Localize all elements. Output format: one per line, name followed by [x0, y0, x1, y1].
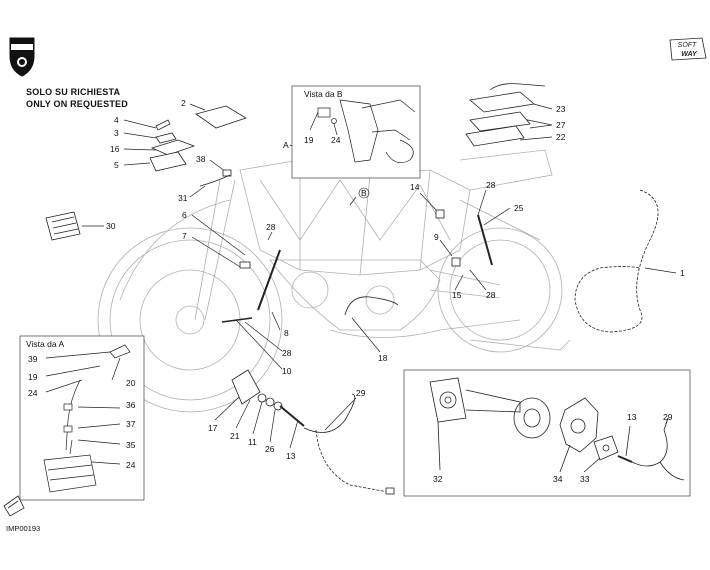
badge-line2: WAY [681, 51, 698, 58]
callout-24-view-a-2: 24 [126, 460, 136, 470]
callout-26: 26 [265, 444, 275, 454]
callout-21: 21 [230, 431, 240, 441]
view-marker-b: B [361, 188, 367, 198]
callout-1: 1 [680, 268, 685, 278]
callout-31: 31 [178, 193, 188, 203]
part-7-sensor [239, 261, 251, 269]
book-icon [3, 495, 25, 517]
callout-34: 34 [553, 474, 563, 484]
callout-7: 7 [182, 231, 187, 241]
part-27-plate [469, 111, 531, 132]
inset-wheel-sensor: 32 34 33 13 29 [403, 369, 691, 497]
part-31-wire [199, 174, 231, 187]
parts [45, 83, 659, 495]
view-marker-a: A [283, 140, 289, 150]
part-18-cable [344, 296, 399, 316]
part-5-module [149, 151, 187, 172]
part-10-pin [221, 317, 253, 323]
callout-8: 8 [284, 328, 289, 338]
part-2-module [195, 105, 247, 129]
part-16-plate [150, 139, 196, 156]
callout-numbers: 2 4 3 16 5 38 31 6 7 30 28 8 28 10 18 14… [106, 98, 685, 461]
callout-23: 23 [556, 104, 566, 114]
part-4-bolt [155, 119, 171, 131]
callout-32: 32 [433, 474, 443, 484]
callout-38: 38 [196, 154, 206, 164]
part-14-sensor [435, 209, 445, 219]
note-line-2: ONLY ON REQUESTED [26, 99, 128, 109]
part-29-cable [303, 393, 356, 433]
leader-lines [82, 102, 677, 449]
part-3-bracket [155, 132, 177, 144]
callout-15: 15 [452, 290, 462, 300]
callout-5: 5 [114, 160, 119, 170]
callout-29: 29 [356, 388, 366, 398]
callout-22: 22 [556, 132, 566, 142]
note-line-1: SOLO SU RICHIESTA [26, 87, 121, 97]
callout-13-inset: 13 [627, 412, 637, 422]
callout-33: 33 [580, 474, 590, 484]
part-17-bracket [231, 369, 261, 405]
callout-16: 16 [110, 144, 120, 154]
callout-17: 17 [208, 423, 218, 433]
callout-39: 39 [28, 354, 38, 364]
badge-line1: SOFT [678, 42, 697, 49]
callout-9: 9 [434, 232, 439, 242]
drawing-code: IMP00193 [6, 524, 41, 533]
part-8-rod [257, 249, 281, 311]
part-22-plate [465, 125, 525, 147]
part-26-nut [273, 401, 283, 411]
inset-view-b: Vista da B 19 24 [291, 85, 421, 179]
callout-19-view-a: 19 [28, 372, 38, 382]
callout-37: 37 [126, 419, 136, 429]
callout-18: 18 [378, 353, 388, 363]
inset-view-a-title: Vista da A [26, 339, 64, 349]
callout-24-view-b: 24 [331, 135, 341, 145]
callout-11: 11 [248, 437, 257, 447]
callout-28-right-bottom: 28 [486, 290, 496, 300]
callout-27: 27 [556, 120, 566, 130]
ducati-corse-logo [6, 34, 38, 83]
callout-6: 6 [182, 210, 187, 220]
callout-10: 10 [282, 366, 292, 376]
part-13-sensor [279, 405, 305, 427]
callout-36: 36 [126, 400, 136, 410]
callout-2: 2 [181, 98, 186, 108]
part-23-cover [469, 91, 535, 113]
inset-view-b-title: Vista da B [304, 89, 343, 99]
callout-25: 25 [514, 203, 524, 213]
callout-13: 13 [286, 451, 296, 461]
callout-35: 35 [126, 440, 136, 450]
callout-30: 30 [106, 221, 116, 231]
callout-28-lower: 28 [282, 348, 292, 358]
softway-badge: SOFT WAY [668, 36, 708, 67]
callout-20: 20 [126, 378, 136, 388]
callout-3: 3 [114, 128, 119, 138]
callout-28-right-top: 28 [486, 180, 496, 190]
callout-29-inset: 29 [663, 412, 673, 422]
inset-view-a: Vista da A 39 19 24 20 36 37 35 24 [19, 335, 145, 501]
callout-14: 14 [410, 182, 420, 192]
part-11-spacer [265, 397, 275, 407]
callout-4: 4 [114, 115, 119, 125]
callout-19-view-b: 19 [304, 135, 314, 145]
part-1-harness [574, 189, 659, 333]
part-21-washer [257, 393, 267, 403]
callout-28-left: 28 [266, 222, 276, 232]
callout-24-view-a: 24 [28, 388, 38, 398]
part-9-clip [451, 257, 461, 267]
